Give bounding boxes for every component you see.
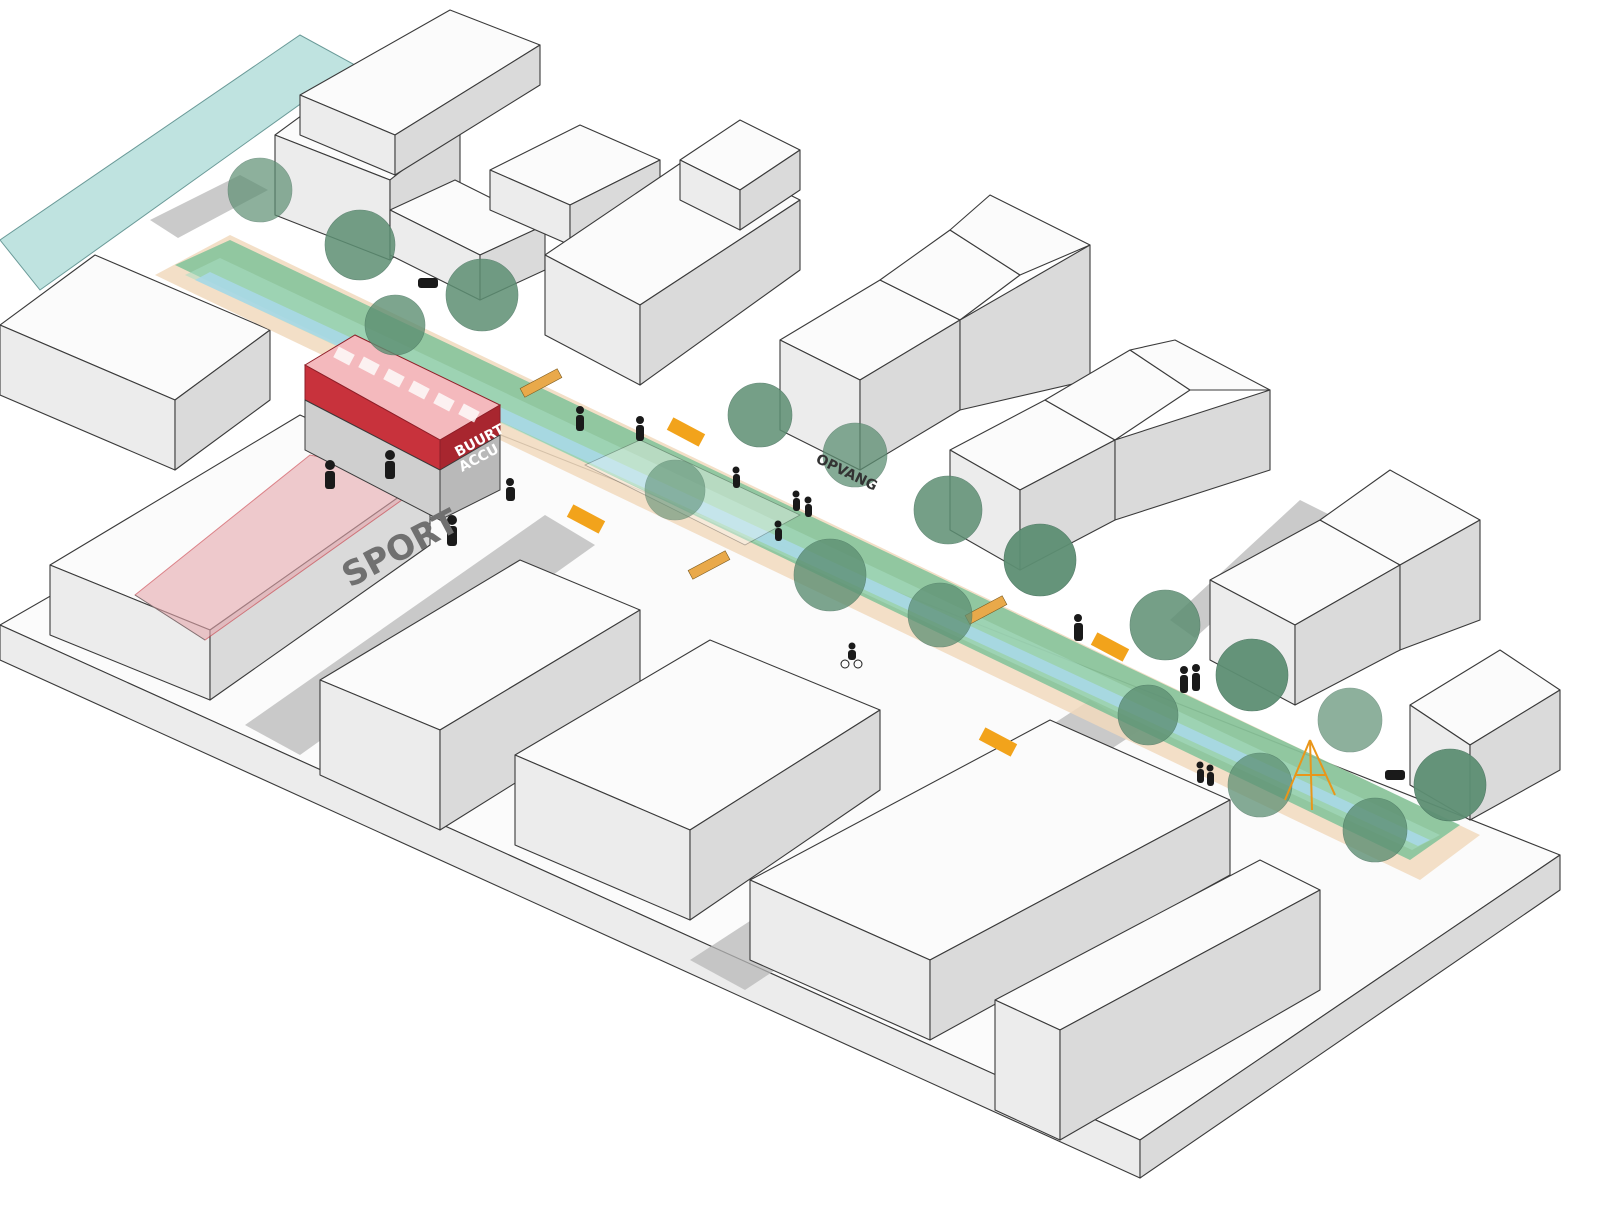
tree xyxy=(364,294,426,356)
crossings xyxy=(566,417,1130,757)
person-silhouette xyxy=(447,515,457,546)
crossing-2 xyxy=(566,504,606,534)
trees xyxy=(227,157,1487,863)
person-silhouette xyxy=(732,466,740,488)
person-silhouette xyxy=(1180,666,1188,693)
far-buildings xyxy=(0,9,1561,821)
building-front-left xyxy=(319,559,641,831)
crossing-3 xyxy=(1090,632,1130,662)
tree xyxy=(1117,684,1179,746)
tree xyxy=(1215,638,1289,712)
tree xyxy=(227,157,293,223)
athlete-silhouette xyxy=(325,460,335,489)
tree xyxy=(324,209,396,281)
building-far-left xyxy=(0,254,271,471)
person-silhouette xyxy=(1192,664,1200,691)
tree xyxy=(1003,523,1077,597)
crossing-4 xyxy=(978,727,1018,757)
person-silhouette xyxy=(804,496,812,517)
athlete-silhouette xyxy=(385,450,395,479)
building-front-corner xyxy=(994,859,1321,1141)
crossing-1 xyxy=(666,417,706,447)
person-silhouette xyxy=(1196,761,1204,783)
solar-panels xyxy=(333,346,480,423)
person-silhouette xyxy=(792,490,800,511)
tree xyxy=(1413,748,1487,822)
building-top-2 xyxy=(299,9,541,176)
tree xyxy=(1129,589,1201,661)
tree xyxy=(822,422,888,488)
playground-climbing-frame xyxy=(1284,739,1336,811)
building-front-right xyxy=(749,719,1231,1041)
person-silhouette xyxy=(576,406,584,431)
tree xyxy=(793,538,867,612)
tree xyxy=(1342,797,1408,863)
building-sport-hall xyxy=(49,414,432,701)
building-middle-tower xyxy=(679,119,801,231)
benches xyxy=(519,368,1008,625)
tree xyxy=(1317,687,1383,753)
tree xyxy=(907,582,973,648)
tree xyxy=(644,459,706,521)
cyclist-silhouette xyxy=(840,642,863,669)
building-buurt-accu xyxy=(304,334,502,521)
person-silhouette xyxy=(774,520,782,541)
person-silhouette xyxy=(1074,614,1083,641)
bench-sitters xyxy=(418,278,1405,780)
near-buildings xyxy=(49,334,1321,1141)
tree xyxy=(1227,752,1293,818)
bench-2 xyxy=(687,550,731,580)
person-silhouette xyxy=(506,478,515,501)
tree xyxy=(445,258,519,332)
bench-1 xyxy=(519,368,563,398)
building-row-opvang xyxy=(779,194,1091,471)
building-front-middle xyxy=(514,639,881,921)
base-slab-right-face xyxy=(1139,854,1561,1179)
person-silhouette xyxy=(1206,764,1214,786)
tree xyxy=(913,475,983,545)
tree xyxy=(727,382,793,448)
person-silhouette xyxy=(636,416,644,441)
people xyxy=(325,278,1405,786)
